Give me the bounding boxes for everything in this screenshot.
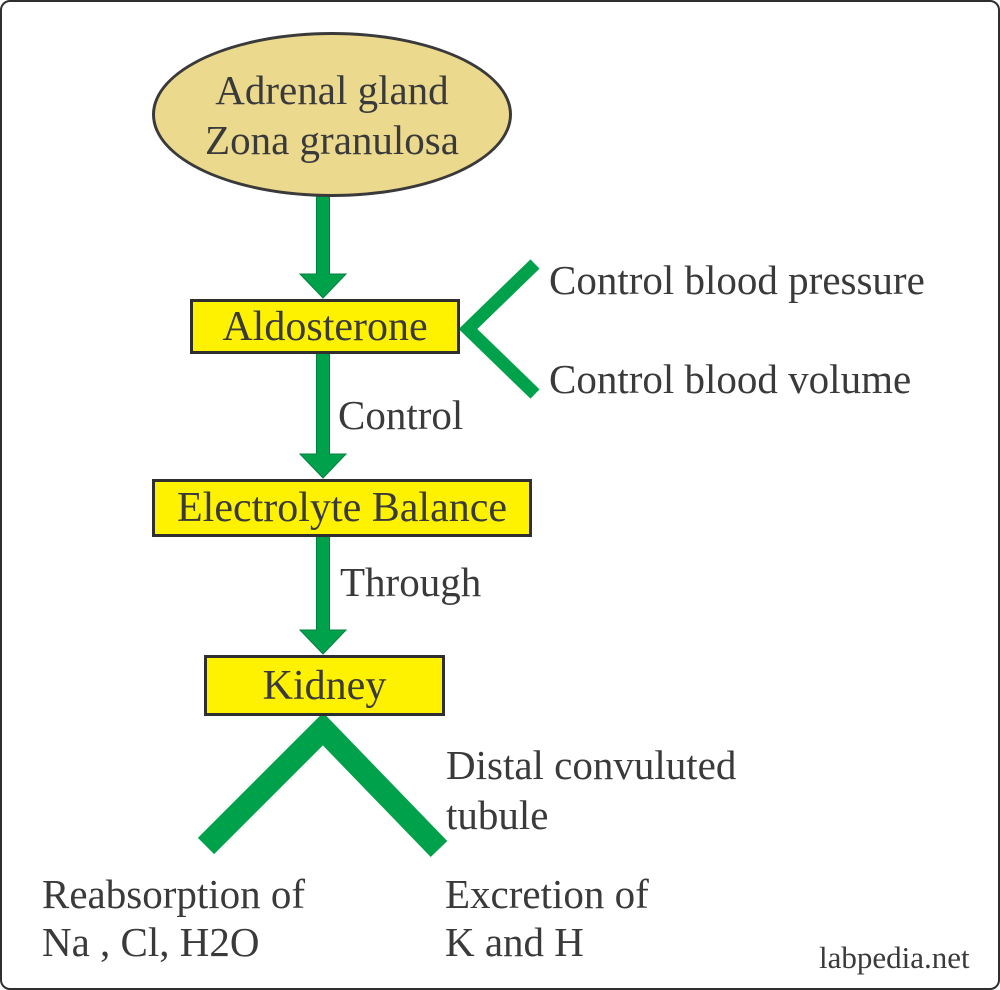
label-through: Through [340,559,482,605]
down-arrow-icon-adrenal-to-aldosterone [298,191,348,299]
node-aldosterone: Aldosterone [190,299,460,354]
kidney-label: Kidney [262,662,387,709]
electrolyte-balance-label: Electrolyte Balance [177,485,507,531]
label-excretion: Excretion of K and H [445,870,649,966]
branch-v-icon-kidney-outputs [197,712,448,857]
label-distal-convoluted-tubule: Distal convuluted tubule [446,740,736,840]
label-control-blood-volume: Control blood volume [549,356,912,402]
node-electrolyte-balance: Electrolyte Balance [152,479,532,537]
distal-tubule-line2: tubule [446,792,549,838]
label-control: Control [338,392,464,438]
distal-tubule-line1: Distal convuluted [446,742,737,788]
reabsorption-line2: Na , Cl, H2O [42,919,260,965]
adrenal-gland-line2: Zona granulosa [205,116,459,163]
node-adrenal-gland: Adrenal gland Zona granulosa [152,32,512,197]
label-reabsorption: Reabsorption of Na , Cl, H2O [42,870,305,966]
excretion-line1: Excretion of [445,871,649,917]
aldosterone-label: Aldosterone [222,303,428,350]
label-control-blood-pressure: Control blood pressure [549,257,925,303]
watermark-labpedia: labpedia.net [819,940,970,975]
reabsorption-line1: Reabsorption of [42,871,306,917]
adrenal-gland-line1: Adrenal gland [215,66,449,113]
excretion-line2: K and H [445,919,584,965]
node-kidney: Kidney [204,655,445,716]
chevron-left-icon-aldosterone-effects [458,259,540,399]
